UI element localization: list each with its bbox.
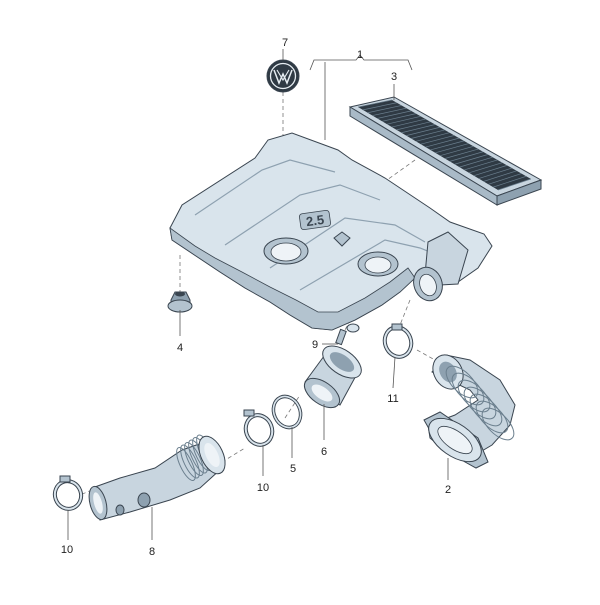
engine-cover: 2.5 [169,132,493,331]
bolt [335,323,360,346]
callout-labels: 1 2 3 4 5 6 7 8 9 10 10 11 [61,37,451,558]
adapter-pipe [303,345,362,409]
leader-lines [67,49,449,540]
displacement-marking: 2.5 [305,212,325,229]
callout-9: 9 [312,339,318,351]
hose-clamp-lower [52,475,84,511]
callout-8: 8 [149,546,155,558]
rubber-grommet [167,291,193,313]
intake-duct [88,434,226,521]
callout-5: 5 [290,463,296,475]
callout-1: 1 [357,49,363,61]
callout-7: 7 [282,37,288,49]
callout-4: 4 [177,342,183,354]
emblem-badge [266,59,300,93]
callout-10-middle: 10 [257,482,269,494]
o-ring [271,394,303,430]
callout-11: 11 [387,393,398,405]
callout-6: 6 [321,446,327,458]
callout-2: 2 [445,484,451,496]
callout-3: 3 [391,71,397,83]
hose-clamp-upper [382,323,414,359]
hose-clamp-middle [243,409,275,447]
intake-elbow-hose [423,354,516,469]
air-filter-element [348,96,543,206]
callout-10-lower: 10 [61,544,73,556]
